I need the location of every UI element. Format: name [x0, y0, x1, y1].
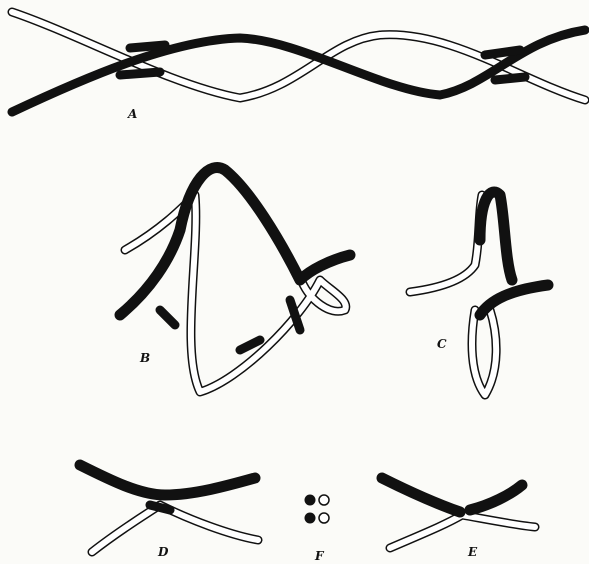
shade-a-2: [485, 50, 520, 55]
shade-d-1: [150, 505, 170, 510]
panel-f: F: [305, 495, 330, 564]
strand-e-black-right: [470, 485, 522, 510]
strand-c-black-right: [480, 285, 548, 315]
panel-e: E: [382, 478, 535, 559]
strand-c-black-top: [480, 192, 512, 280]
panel-b: B: [120, 168, 350, 393]
shade-b-3: [240, 340, 260, 350]
dot-f-black-2: [305, 513, 316, 524]
label-a: A: [127, 107, 137, 121]
panel-c: C: [410, 192, 548, 395]
label-d: D: [157, 545, 169, 559]
shade-b-1: [160, 310, 175, 325]
label-f: F: [314, 549, 325, 563]
shade-a-3: [130, 45, 165, 48]
label-e: E: [467, 545, 478, 559]
strand-e-black-left: [382, 478, 460, 512]
label-b: B: [139, 351, 150, 365]
panel-a: A: [12, 12, 585, 121]
panel-d: D: [80, 465, 258, 559]
dot-f-black-1: [305, 495, 316, 506]
strand-e-white: [390, 515, 535, 548]
shade-a-4: [495, 77, 525, 80]
strand-d-black: [80, 465, 255, 495]
label-c: C: [437, 337, 447, 351]
dot-f-white-2: [319, 513, 329, 523]
dot-f-white-1: [319, 495, 329, 505]
strand-c-white: [410, 195, 482, 292]
shade-a-1: [120, 72, 160, 75]
